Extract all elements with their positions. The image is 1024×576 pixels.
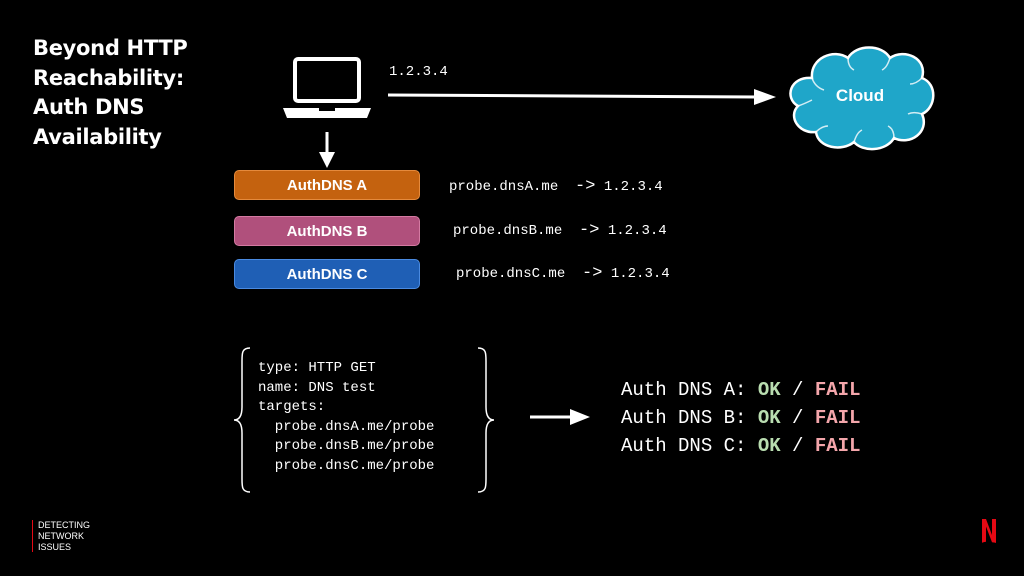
config-line-targets: targets:	[258, 399, 326, 415]
config-line-name: name: DNS test	[258, 379, 376, 396]
cloud-label: Cloud	[835, 86, 885, 105]
result-a-fail: FAIL	[814, 379, 861, 401]
probe-b-host: probe.dnsB.me	[453, 223, 563, 239]
authdns-b-box: AuthDNS B	[234, 216, 420, 246]
result-b-sep: /	[780, 407, 815, 429]
config-right-brace	[477, 347, 495, 493]
netflix-logo-icon	[982, 519, 996, 543]
probe-b-arrow: ->	[579, 221, 600, 240]
result-row-a: Auth DNS A: OK / FAIL	[621, 376, 860, 404]
config-left-brace	[233, 347, 251, 493]
result-row-b: Auth DNS B: OK / FAIL	[621, 404, 860, 432]
probe-a-row: probe.dnsA.me -> 1.2.3.4	[449, 177, 663, 196]
config-line-target-c: probe.dnsC.me/probe	[258, 457, 435, 474]
probe-c-host: probe.dnsC.me	[456, 266, 566, 282]
authdns-c-label: AuthDNS C	[286, 265, 368, 283]
result-b-prefix: Auth DNS B:	[621, 407, 758, 429]
laptop-to-cloud-ip: 1.2.3.4	[389, 64, 448, 80]
authdns-a-box: AuthDNS A	[234, 170, 420, 200]
result-c-fail: FAIL	[814, 435, 861, 457]
probe-a-ip: 1.2.3.4	[603, 179, 663, 195]
probe-c-arrow: ->	[582, 264, 603, 283]
probe-config: type: HTTP GET name: DNS test targets: pro…	[258, 359, 434, 476]
footer-accent-bar	[32, 520, 33, 552]
config-line-target-a: probe.dnsA.me/probe	[258, 418, 435, 435]
config-to-results-arrow	[530, 409, 590, 425]
result-c-prefix: Auth DNS C:	[621, 435, 758, 457]
laptop-icon	[283, 57, 371, 118]
probe-a-arrow: ->	[575, 177, 596, 196]
title-line-3: Auth DNS	[33, 95, 145, 119]
config-line-target-b: probe.dnsB.me/probe	[258, 438, 435, 454]
result-b-ok: OK	[757, 407, 781, 429]
footer-line-3: ISSUES	[38, 542, 72, 552]
footer-section-label: DETECTING NETWORK ISSUES	[38, 520, 90, 553]
result-a-ok: OK	[757, 379, 781, 401]
result-c-ok: OK	[757, 435, 781, 457]
authdns-c-box: AuthDNS C	[234, 259, 420, 289]
result-a-sep: /	[780, 379, 815, 401]
authdns-b-label: AuthDNS B	[286, 222, 368, 240]
laptop-to-authdns-arrow	[319, 132, 335, 168]
title-line-1: Beyond HTTP	[33, 36, 188, 60]
footer-line-2: NETWORK	[38, 531, 84, 541]
result-b-fail: FAIL	[814, 407, 861, 429]
title-line-2: Reachability:	[33, 65, 185, 90]
probe-c-ip: 1.2.3.4	[610, 266, 670, 282]
probe-c-row: probe.dnsC.me -> 1.2.3.4	[456, 264, 670, 283]
result-c-sep: /	[780, 435, 815, 457]
probe-b-row: probe.dnsB.me -> 1.2.3.4	[453, 221, 667, 240]
footer-line-1: DETECTING	[38, 520, 91, 530]
result-a-prefix: Auth DNS A:	[621, 379, 758, 401]
title-line-4: Availability	[33, 124, 162, 149]
authdns-a-label: AuthDNS A	[286, 176, 368, 194]
probe-b-ip: 1.2.3.4	[607, 223, 667, 239]
cloud-icon	[789, 46, 935, 151]
result-row-c: Auth DNS C: OK / FAIL	[621, 432, 860, 460]
laptop-to-cloud-arrow	[387, 89, 776, 105]
probe-a-host: probe.dnsA.me	[449, 179, 559, 195]
config-line-type: type: HTTP GET	[258, 360, 376, 376]
slide-title: Beyond HTTP Reachability: Auth DNS Avail…	[33, 34, 188, 152]
